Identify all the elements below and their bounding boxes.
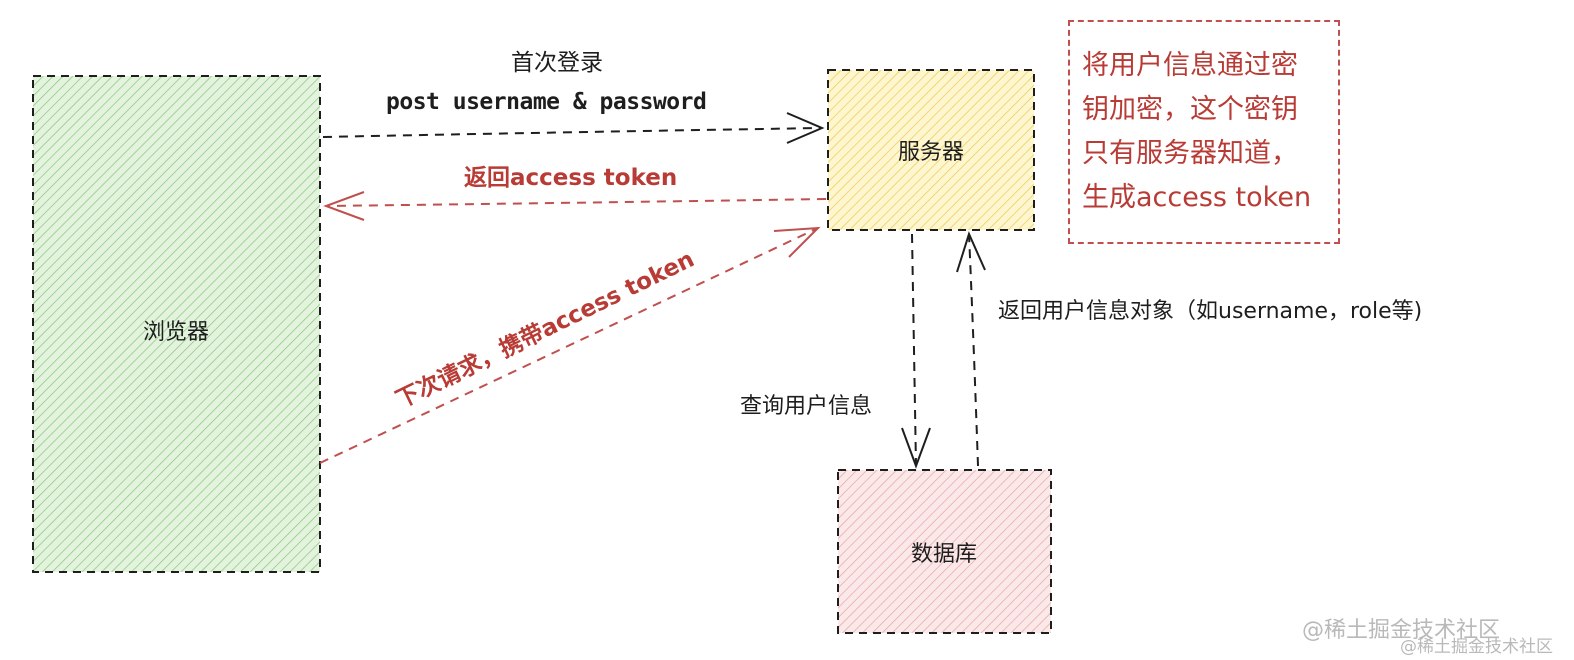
arrow-return-user [956, 231, 986, 467]
first-login-detail: post username & password [386, 89, 707, 115]
database-box [837, 469, 1052, 634]
watermark-secondary: @稀土掘金技术社区 [1400, 637, 1553, 657]
arrow-next-request [319, 226, 821, 464]
browser-label: 浏览器 [142, 320, 210, 345]
return-user-label: 返回用户信息对象（如username，role等) [998, 299, 1423, 324]
server-box [827, 69, 1035, 231]
arrow-query-user [901, 233, 931, 469]
encryption-note: 将用户信息通过密 钥加密，这个密钥 只有服务器知道， 生成access toke… [1068, 20, 1340, 244]
server-label: 服务器 [897, 140, 965, 165]
note-line-3: 只有服务器知道， [1082, 138, 1298, 169]
watermark-primary: @稀土掘金技术社区 [1302, 618, 1501, 643]
note-line-2: 钥加密，这个密钥 [1082, 94, 1298, 125]
browser-box [32, 75, 321, 573]
query-user-label: 查询用户信息 [740, 394, 873, 419]
first-login-title: 首次登录 [511, 50, 603, 76]
return-token-label: 返回access token [464, 165, 678, 191]
note-line-4: 生成access token [1082, 182, 1312, 213]
arrow-return-token [323, 191, 827, 221]
note-line-1: 将用户信息通过密 [1082, 50, 1298, 81]
database-label: 数据库 [910, 542, 978, 567]
arrow-first-login [322, 112, 825, 144]
